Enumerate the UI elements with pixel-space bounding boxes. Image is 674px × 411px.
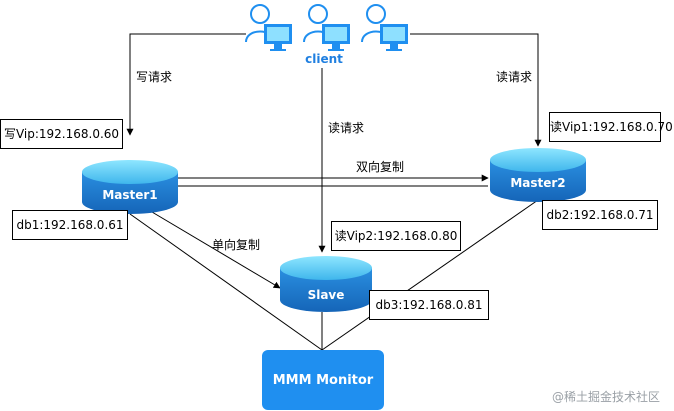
master1-database-icon xyxy=(82,160,178,214)
master2-database-icon xyxy=(490,148,586,202)
read-vip2-box: 读Vip2:192.168.0.80 xyxy=(331,221,461,251)
master2-label: Master2 xyxy=(510,176,566,190)
mmm-monitor-node: MMM Monitor xyxy=(262,350,384,410)
master1-label: Master1 xyxy=(102,188,158,202)
read-vip1-box: 读Vip1:192.168.0.70 xyxy=(549,112,673,142)
db2-box: db2:192.168.0.71 xyxy=(542,200,658,230)
client-label: client xyxy=(305,52,343,66)
watermark: @稀土掘金技术社区 xyxy=(551,390,660,404)
read-request-right-edge xyxy=(410,33,542,147)
unidirectional-replication-label: 单向复制 xyxy=(212,238,261,252)
client-users-icon xyxy=(245,4,408,51)
replication-master1-to-slave xyxy=(151,211,281,289)
write-vip-box: 写Vip:192.168.0.60 xyxy=(0,119,123,149)
db3-box: db3:192.168.0.81 xyxy=(369,290,489,320)
read-request-right-label: 读请求 xyxy=(496,70,533,84)
bidirectional-replication-label: 双向复制 xyxy=(356,160,405,174)
mmm-monitor-label: MMM Monitor xyxy=(272,372,374,388)
monitor-link-master2 xyxy=(321,199,539,351)
write-request-label: 写请求 xyxy=(136,70,173,84)
slave-label: Slave xyxy=(307,288,345,302)
slave-database-icon xyxy=(280,256,372,312)
write-request-edge xyxy=(126,33,246,136)
monitor-link-master1 xyxy=(129,213,323,351)
read-request-slave-label: 读请求 xyxy=(328,121,365,135)
db1-box: db1:192.168.0.61 xyxy=(12,210,128,240)
